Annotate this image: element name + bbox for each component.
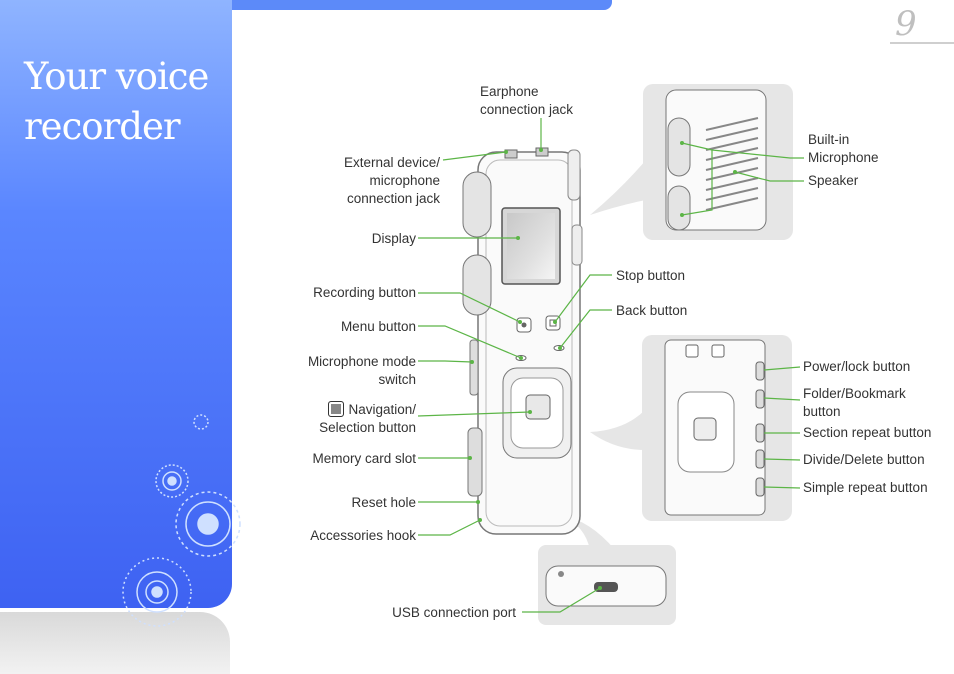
label-navigation-button: Navigation/ Selection button: [300, 401, 416, 437]
callout-pointer-mid: [590, 410, 645, 450]
navigation-button-icon: [328, 401, 344, 417]
label-folder-bookmark-button: Folder/Bookmark button: [803, 385, 906, 421]
label-menu-button: Menu button: [340, 319, 416, 334]
label-text: External device/ microphone connection j…: [343, 155, 440, 206]
leader-lines: [417, 118, 804, 613]
label-text: Navigation/ Selection button: [319, 402, 416, 435]
label-mic-mode-switch: Microphone mode switch: [286, 353, 416, 389]
label-builtin-microphone: Built-in Microphone: [808, 131, 879, 167]
label-text: Built-in Microphone: [808, 132, 879, 165]
title-line-2: recorder: [24, 105, 181, 148]
label-text: Microphone mode switch: [307, 354, 416, 387]
label-back-button: Back button: [616, 303, 688, 318]
title-line-1: Your voice: [24, 55, 209, 98]
label-text: Earphone connection jack: [480, 84, 574, 117]
label-reset-hole: Reset hole: [351, 495, 416, 510]
label-usb-port: USB connection port: [392, 605, 516, 620]
decorative-circles: [122, 414, 241, 627]
label-speaker: Speaker: [808, 173, 859, 188]
label-text: Folder/Bookmark button: [803, 386, 906, 419]
inset-side-buttons-illustration: [664, 339, 766, 516]
label-section-repeat-button: Section repeat button: [803, 425, 932, 440]
page-number: 9: [895, 4, 917, 44]
inset-microphone-illustration: [665, 89, 767, 231]
callout-pointer-top: [590, 160, 646, 215]
sidebar-footer: [0, 612, 230, 674]
page-number-rule: [890, 42, 954, 44]
label-simple-repeat-button: Simple repeat button: [803, 480, 928, 495]
label-accessories-hook: Accessories hook: [310, 528, 416, 543]
top-band: [232, 0, 612, 10]
label-recording-button: Recording button: [313, 285, 416, 300]
label-power-lock-button: Power/lock button: [803, 359, 911, 374]
inset-usb-illustration: [545, 565, 667, 607]
label-display: Display: [371, 231, 416, 246]
leader-dots: [468, 141, 737, 590]
label-earphone-jack: Earphone connection jack: [480, 83, 573, 119]
page-title: Your voice recorder: [24, 52, 224, 152]
label-stop-button: Stop button: [616, 268, 686, 283]
callout-pointer-bottom: [560, 515, 615, 550]
label-memory-card-slot: Memory card slot: [312, 451, 416, 466]
recorder-body: [462, 147, 583, 535]
label-divide-delete-button: Divide/Delete button: [803, 452, 925, 467]
label-external-device-jack: External device/ microphone connection j…: [320, 154, 440, 208]
